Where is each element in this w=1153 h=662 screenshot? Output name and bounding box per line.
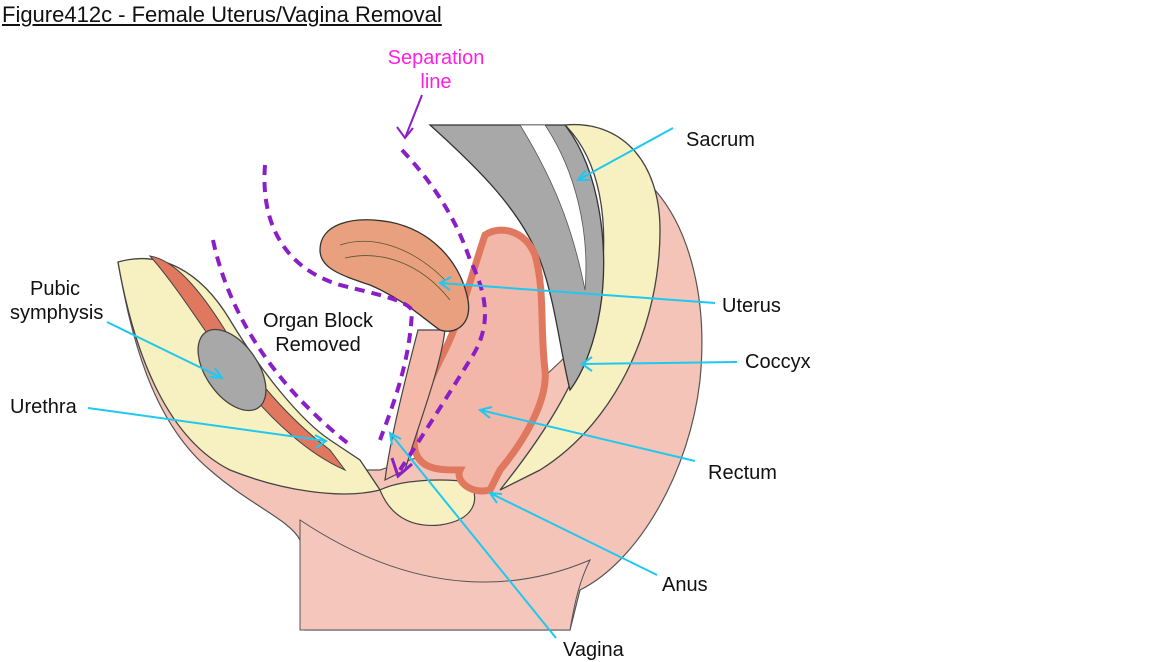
- spinal-canal: [519, 124, 587, 291]
- label-sacrum: Sacrum: [686, 129, 755, 151]
- label-rectum: Rectum: [708, 462, 777, 484]
- figure-title: Figure412c - Female Uterus/Vagina Remova…: [2, 2, 442, 27]
- separation-arrowhead: [390, 457, 413, 479]
- leader-lines: [87, 127, 738, 639]
- separation-line-posterior: [398, 148, 487, 472]
- separation-pointer-arrow: [396, 94, 423, 140]
- leader-anus: [487, 491, 658, 576]
- label-uterus: Uterus: [722, 295, 781, 317]
- thigh-region: [299, 519, 592, 631]
- label-pubic-symphysis-line-1: Pubic: [29, 278, 81, 300]
- leader-urethra: [87, 407, 328, 449]
- separation-line-anterior: [211, 239, 352, 447]
- separation-line-annotation: Separation line: [376, 46, 496, 94]
- separation-line-superior: [262, 164, 415, 441]
- label-pubic-symphysis: Pubic symphysis: [10, 277, 104, 325]
- leader-sacrum: [575, 127, 674, 181]
- separation-line-text-1: Separation: [387, 47, 485, 69]
- rectum-organ: [410, 226, 549, 495]
- organ-block-annotation: Organ Block Removed: [250, 309, 386, 357]
- label-pubic-symphysis-line-2: symphysis: [10, 302, 104, 324]
- uterus-organ: [319, 219, 470, 332]
- label-coccyx: Coccyx: [745, 351, 811, 373]
- leader-rectum: [477, 406, 696, 462]
- perineal-fat: [379, 479, 476, 527]
- leader-uterus: [438, 276, 716, 304]
- label-vagina: Vagina: [563, 639, 624, 661]
- separation-line-text-2: line: [420, 71, 452, 93]
- leader-vagina: [388, 431, 557, 639]
- organ-block-text-1: Organ Block: [262, 310, 374, 332]
- label-anus: Anus: [662, 574, 708, 596]
- leader-pubic-symphysis: [106, 321, 225, 380]
- leader-coccyx: [580, 356, 738, 372]
- separation-lines: [211, 148, 487, 472]
- uterus-texture: [339, 240, 451, 301]
- pubic-symphysis-bone: [197, 328, 267, 412]
- organ-block-text-2: Removed: [275, 334, 361, 356]
- label-urethra: Urethra: [10, 396, 77, 418]
